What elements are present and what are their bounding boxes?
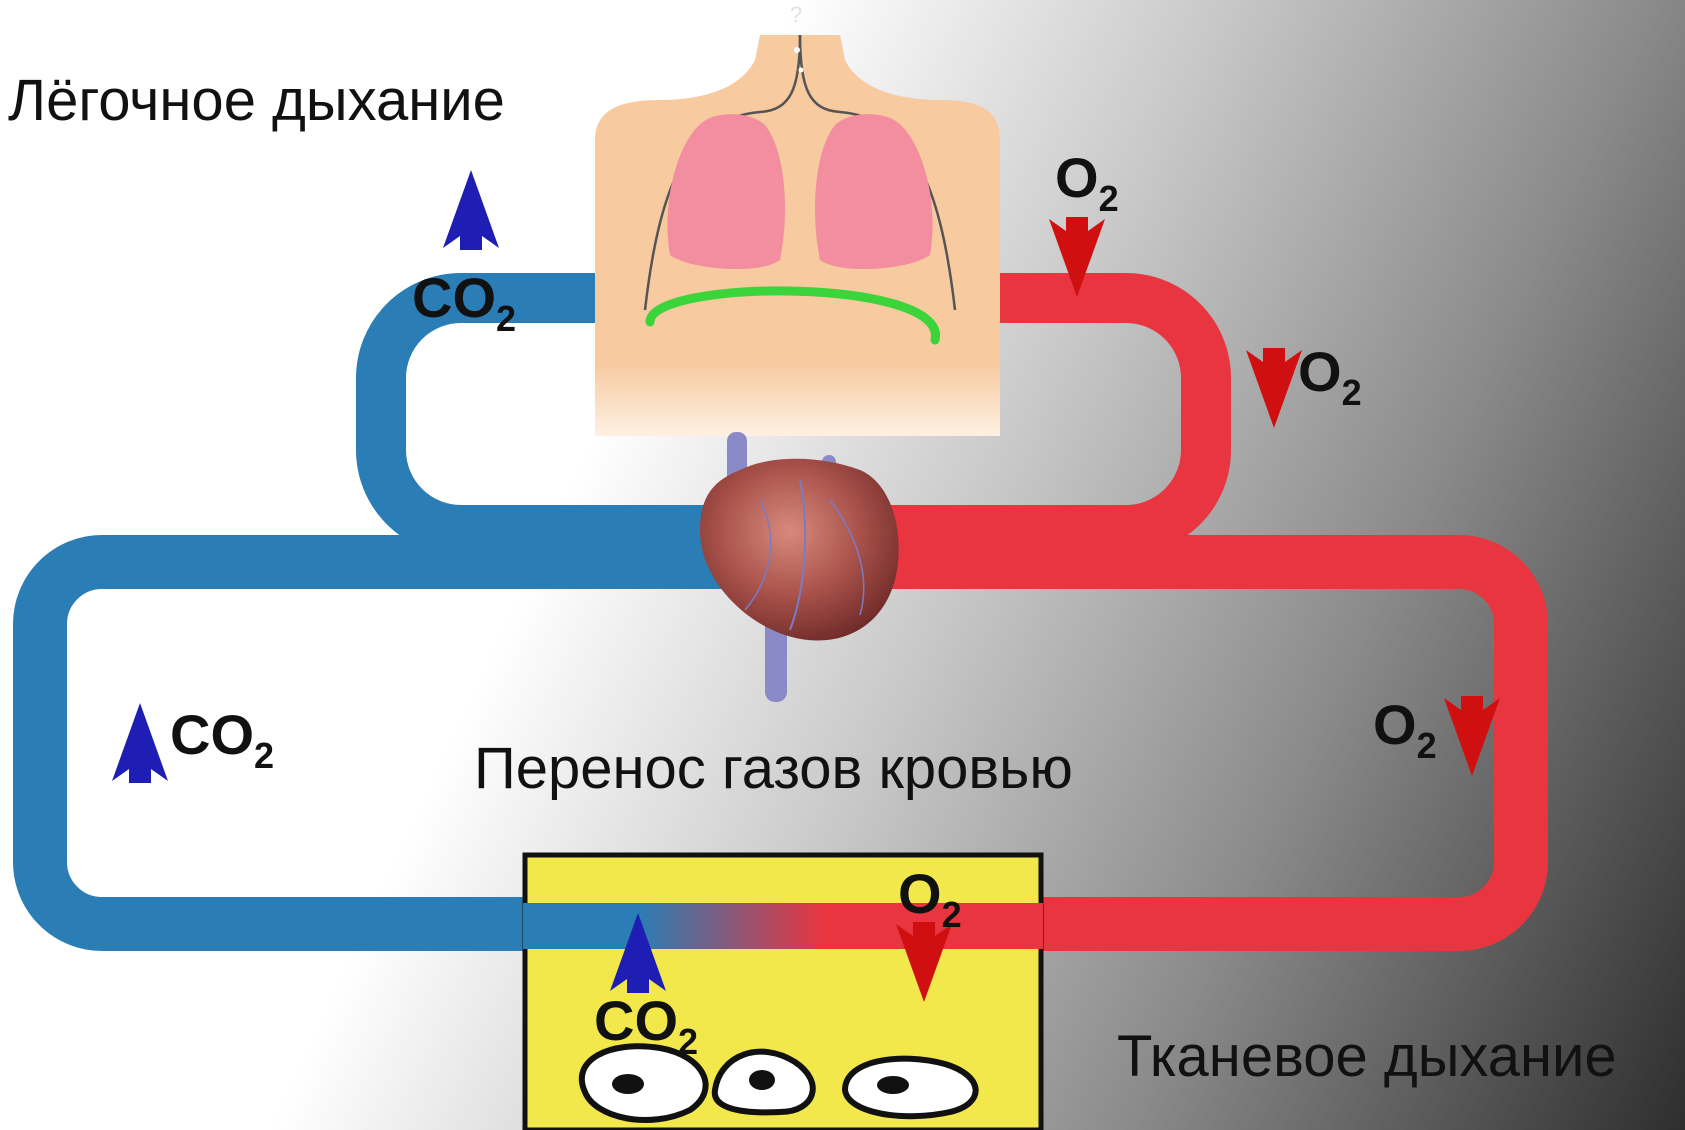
co2-label: CO2 — [412, 270, 516, 337]
co2-up-arrow-icon — [112, 703, 168, 783]
o2-down-arrow-icon — [1444, 696, 1500, 776]
co2-label: CO2 — [594, 993, 698, 1060]
co2-label: CO2 — [170, 707, 274, 774]
svg-text:?: ? — [790, 2, 802, 27]
o2-label: O2 — [1055, 150, 1119, 217]
co2-up-arrow-icon — [443, 170, 499, 250]
o2-down-arrow-icon — [1246, 348, 1302, 428]
o2-label: O2 — [1298, 344, 1362, 411]
heart-icon — [700, 432, 899, 702]
o2-label: O2 — [898, 866, 962, 933]
tissue-respiration-label: Тканевое дыхание — [1117, 1028, 1617, 1086]
pulmonary-respiration-label: Лёгочное дыхание — [8, 72, 505, 130]
o2-label: O2 — [1373, 697, 1437, 764]
blood-gas-transport-label: Перенос газов кровью — [474, 740, 1073, 798]
lungs-torso-icon: ? — [595, 2, 1000, 436]
